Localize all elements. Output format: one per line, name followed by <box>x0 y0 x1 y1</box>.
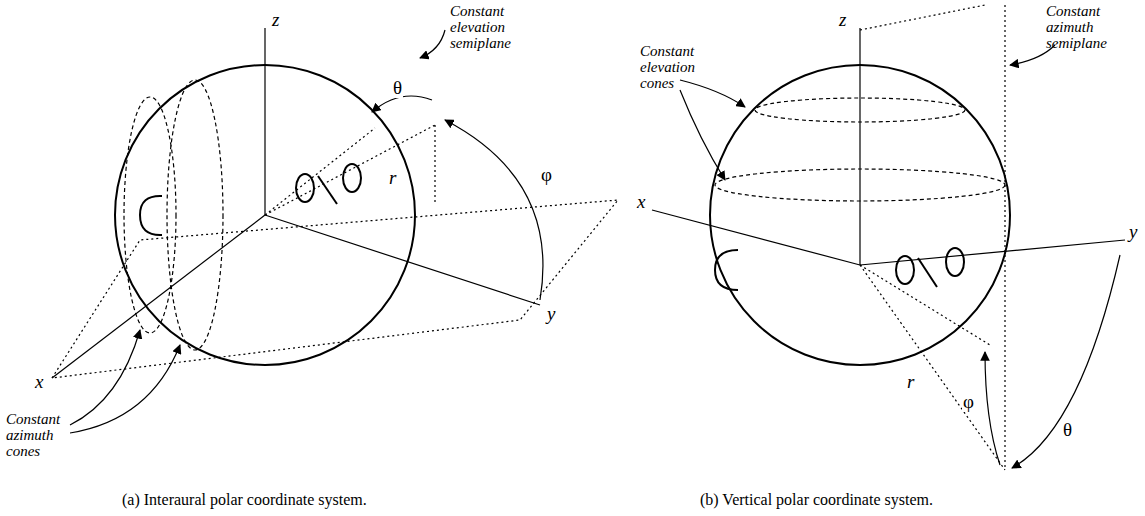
axis-label: x <box>34 372 44 392</box>
axis-label: z <box>838 10 847 30</box>
angle-label: θ <box>392 78 403 98</box>
axis-label: y <box>546 304 556 324</box>
axis-label: z <box>271 10 280 30</box>
region-label: Constant azimuth semiplane <box>1046 4 1126 51</box>
caption-text: (a) Interaural polar coordinate system. <box>122 492 367 509</box>
region-label: Constant elevation semiplane <box>450 4 530 51</box>
angle-label: φ <box>962 392 975 412</box>
region-label: Constant azimuth cones <box>6 412 81 459</box>
distance-label: r <box>388 168 397 188</box>
caption-text: (b) Vertical polar coordinate system. <box>700 492 933 509</box>
angle-label: φ <box>540 165 553 185</box>
region-label: Constant elevation cones <box>640 44 720 91</box>
angle-label: θ <box>1062 420 1073 440</box>
axis-label: y <box>1128 222 1138 242</box>
axis-label: x <box>636 192 646 212</box>
distance-label: r <box>906 372 915 392</box>
